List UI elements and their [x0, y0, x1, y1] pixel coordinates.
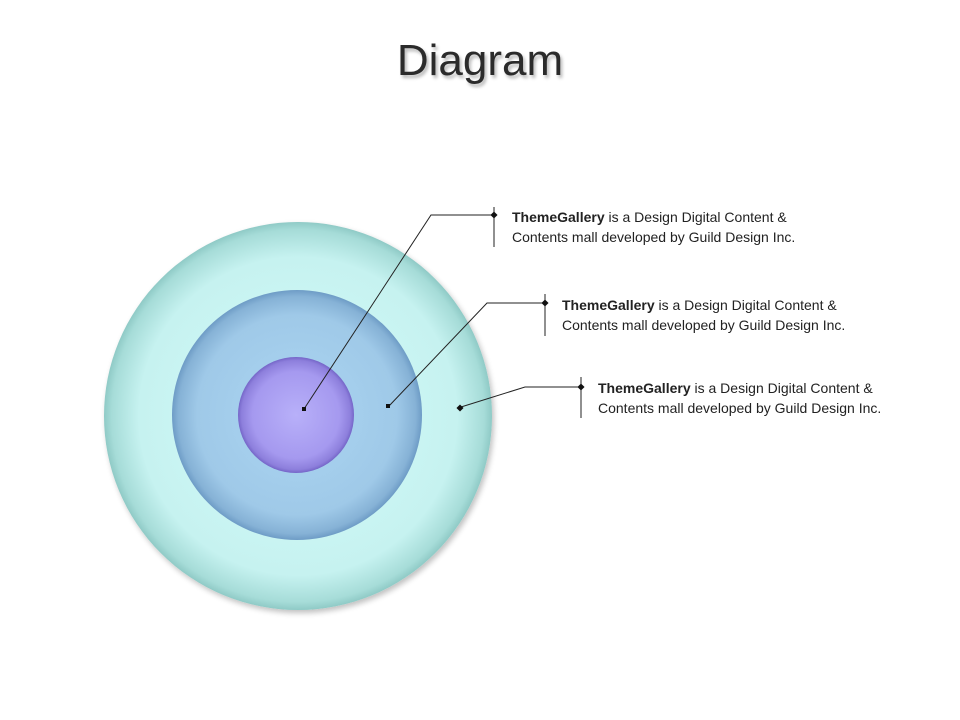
callout-text-2: ThemeGallery is a Design Digital Content…: [562, 295, 845, 335]
leader-diamond-3: [577, 383, 585, 391]
anchor-dot-3: [456, 404, 464, 412]
anchor-dot-2: [386, 404, 390, 408]
callout-line-1: ThemeGallery is a Design Digital Content…: [512, 207, 795, 227]
callout-line-1: ThemeGallery is a Design Digital Content…: [562, 295, 845, 315]
callout-text-1: ThemeGallery is a Design Digital Content…: [512, 207, 795, 247]
callout-line-1-rest: is a Design Digital Content &: [604, 209, 787, 225]
callout-brand: ThemeGallery: [512, 209, 605, 225]
callout-line-1-rest: is a Design Digital Content &: [654, 297, 837, 313]
callout-brand: ThemeGallery: [562, 297, 655, 313]
callout-line-2: Contents mall developed by Guild Design …: [598, 400, 882, 416]
callout-line-2: Contents mall developed by Guild Design …: [562, 317, 846, 333]
leader-diamond-2: [541, 299, 549, 307]
callout-text-3: ThemeGallery is a Design Digital Content…: [598, 378, 881, 418]
leader-diamond-1: [490, 211, 498, 219]
callout-brand: ThemeGallery: [598, 380, 691, 396]
anchor-dot-1: [302, 407, 306, 411]
slide-title: Diagram: [396, 36, 564, 85]
inner-circle: [238, 357, 354, 473]
callout-line-2: Contents mall developed by Guild Design …: [512, 229, 796, 245]
callout-line-1: ThemeGallery is a Design Digital Content…: [598, 378, 881, 398]
callout-line-1-rest: is a Design Digital Content &: [690, 380, 873, 396]
